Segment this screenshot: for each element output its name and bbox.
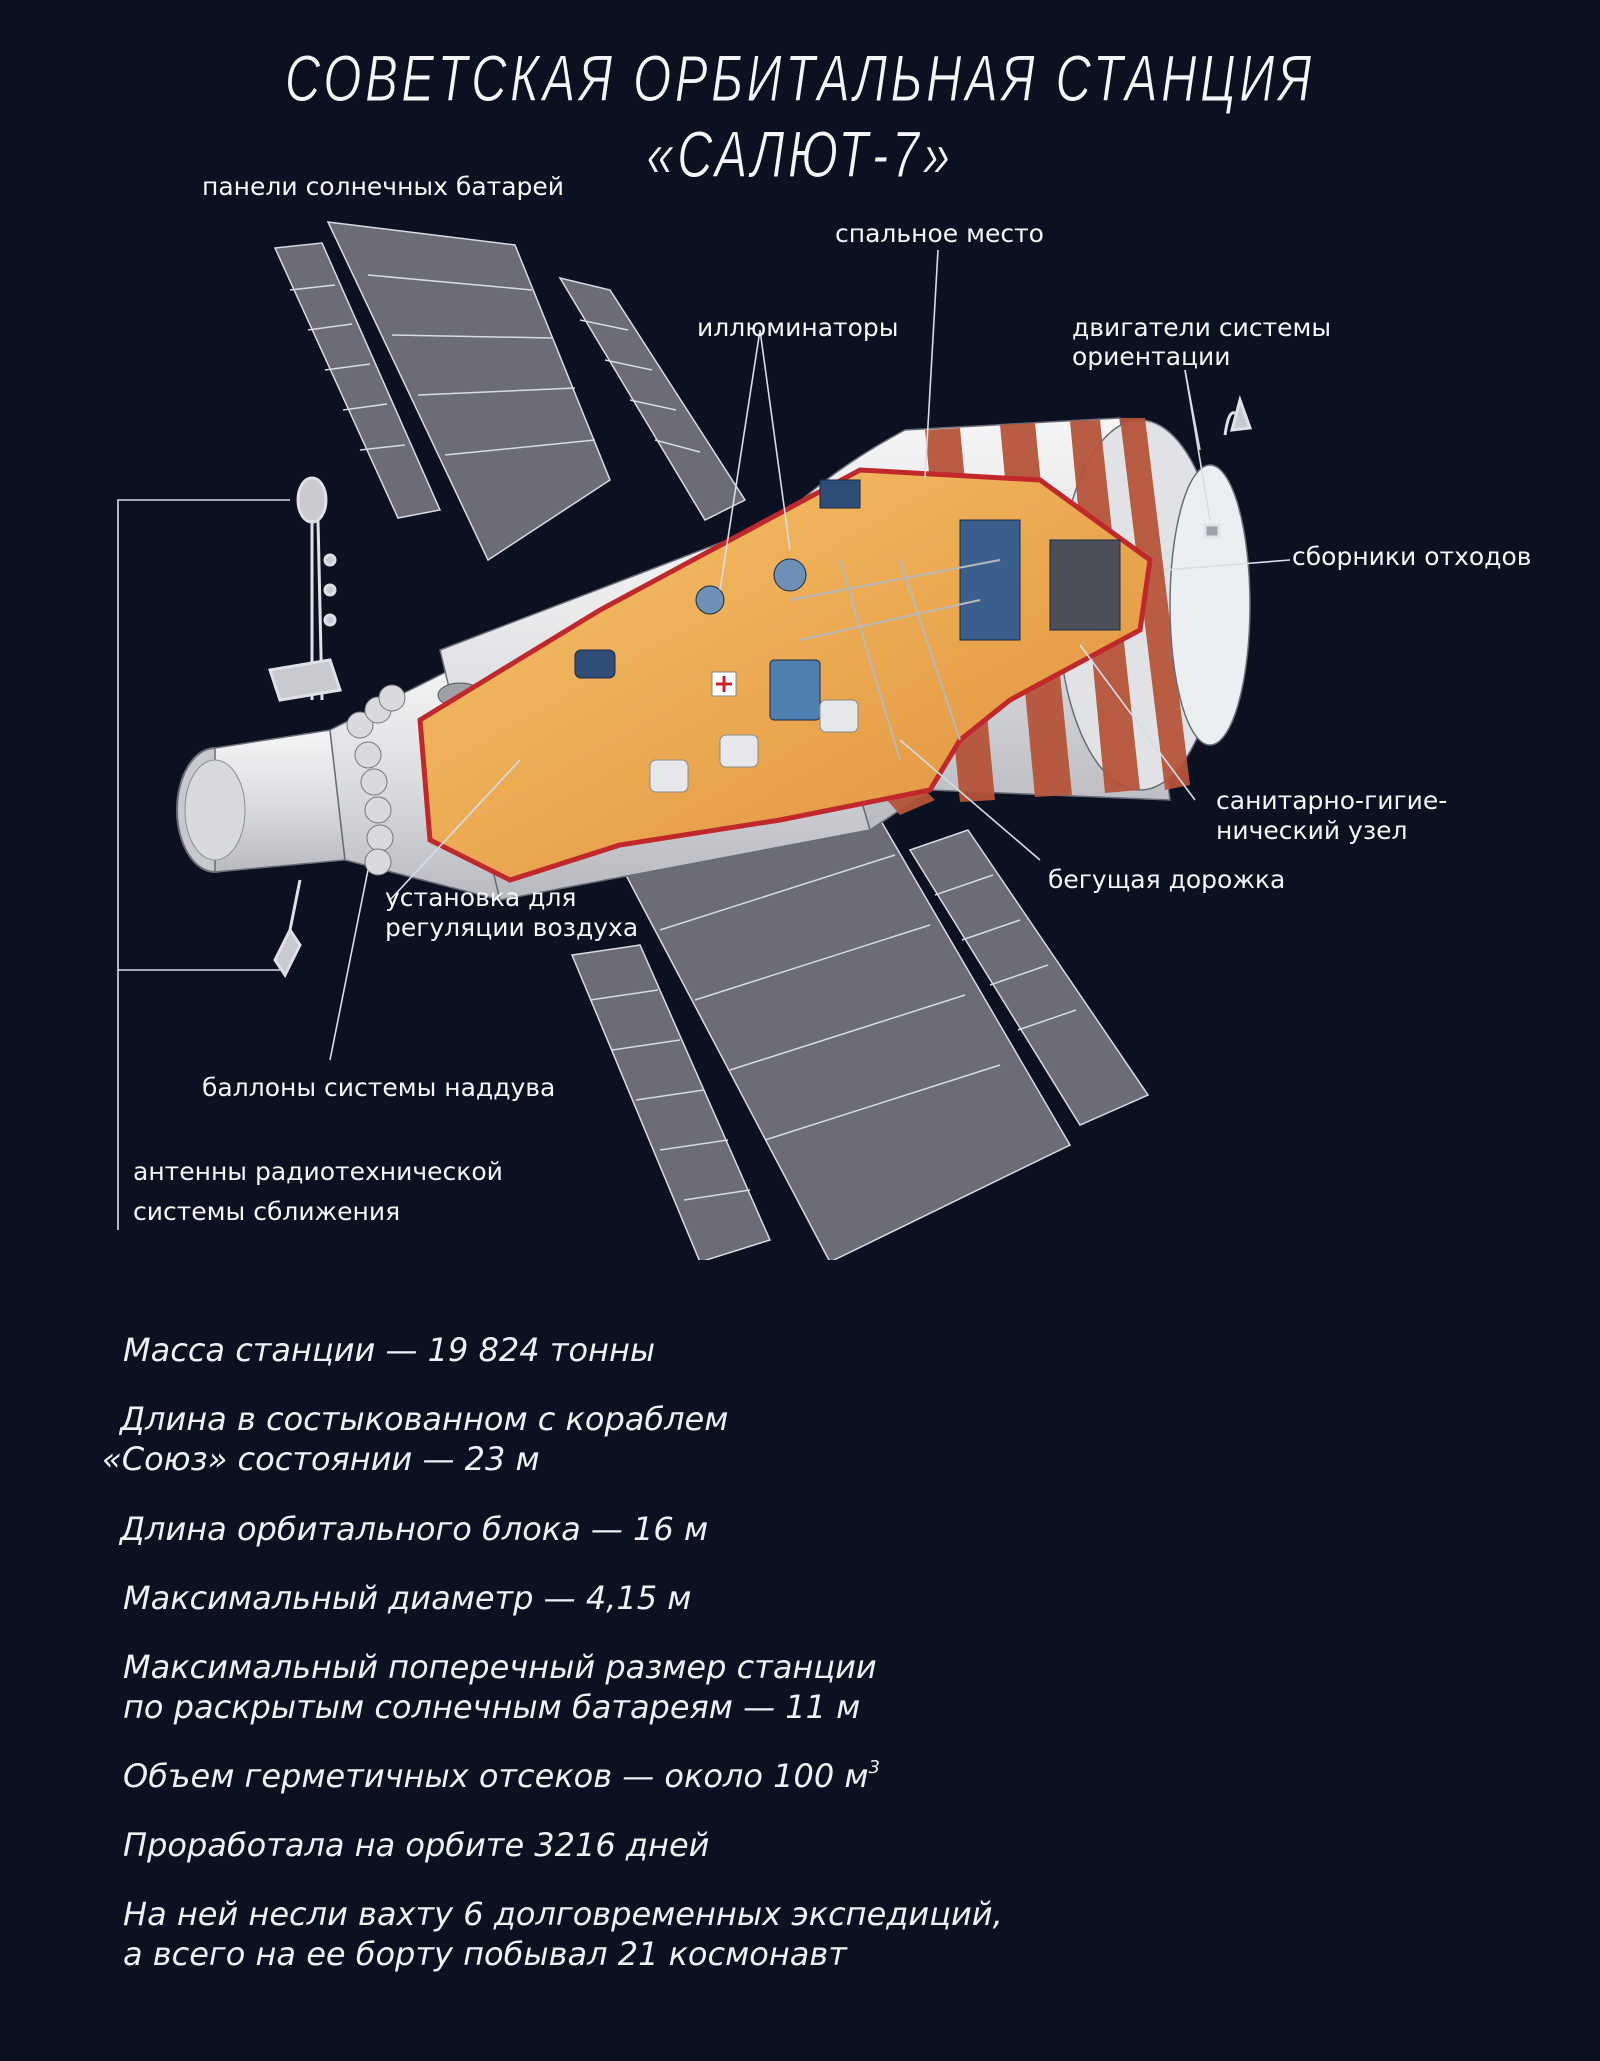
label-antennas-2: системы сближения [133,1197,401,1226]
fact-docked-length-2: «Союз» состоянии — 23 м [102,1440,540,1478]
fact-docked-length-1: Длина в состыкованном с кораблем [120,1400,729,1438]
label-attitude-engines-1: двигатели системы [1072,313,1332,342]
fact-block-length: Длина орбитального блока — 16 м [120,1510,709,1548]
label-pressure-tanks: баллоны системы наддува [202,1073,556,1102]
label-treadmill: бегущая дорожка [1048,865,1286,894]
station-illustration [117,221,1291,1260]
label-air-unit-2: регуляции воздуха [385,913,639,942]
solar-panel-upper-left [273,221,747,562]
fact-volume-text: Объем герметичных отсеков — около 100 м [123,1757,869,1795]
label-antennas-1: антенны радиотехнической [133,1157,503,1186]
fact-max-span-1: Максимальный поперечный размер станции [123,1648,877,1686]
label-waste-collectors: сборники отходов [1292,542,1532,571]
fact-volume-superscript: 3 [868,1757,880,1778]
fact-mass: Масса станции — 19 824 тонны [123,1331,656,1369]
leader-lines [117,249,1291,1230]
solar-panel-lower [570,784,1150,1260]
label-portholes: иллюминаторы [697,313,899,342]
cutaway-interior [417,467,1153,883]
fact-max-span-2: по раскрытым солнечным батареям — 11 м [123,1688,861,1726]
fact-volume: Объем герметичных отсеков — около 100 м3 [123,1756,880,1797]
fact-crews-2: а всего на ее борту побывал 21 космонавт [123,1935,847,1973]
fact-crews-1: На ней несли вахту 6 долговременных эксп… [123,1895,1003,1933]
antenna-mast [268,394,1253,978]
fact-days: Проработала на орбите 3216 дней [123,1826,710,1864]
label-attitude-engines-2: ориентации [1072,342,1231,371]
label-solar-panels: панели солнечных батарей [202,172,565,201]
label-sleeping-place: спальное место [835,219,1044,248]
fact-max-diameter: Максимальный диаметр — 4,15 м [123,1579,692,1617]
label-sanitary-1: санитарно-гигие- [1216,786,1448,815]
label-air-unit-1: установка для [385,883,577,912]
label-sanitary-2: нический узел [1216,816,1408,845]
page-title: СОВЕТСКАЯ ОРБИТАЛЬНАЯ СТАНЦИЯ «САЛЮТ-7» [284,41,1315,192]
